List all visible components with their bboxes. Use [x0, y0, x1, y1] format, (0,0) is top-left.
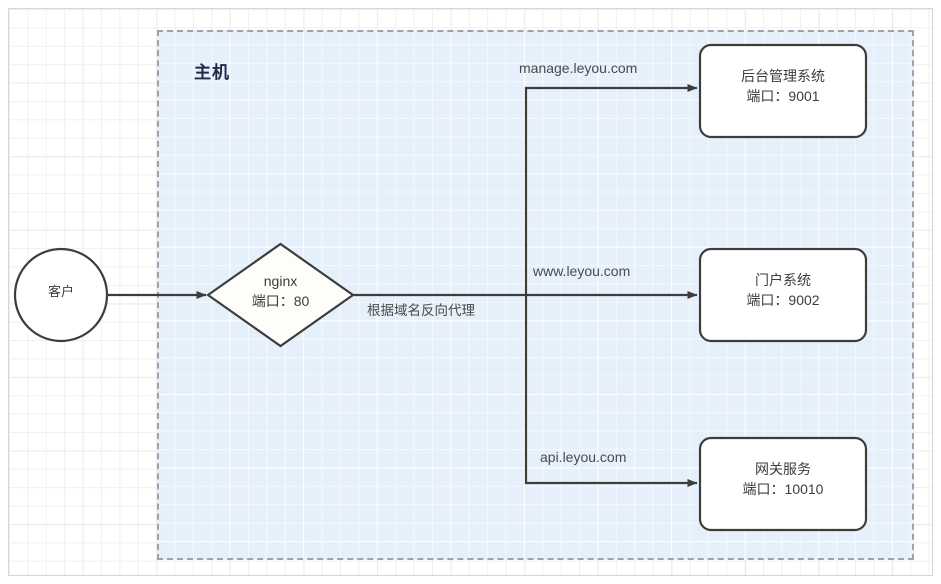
- node-nginx-label: nginx 端口：80: [251, 273, 310, 310]
- node-client-label: 客户: [47, 284, 74, 299]
- connector-branch-to-gateway[interactable]: [524, 294, 698, 487]
- node-gateway-service[interactable]: [698, 436, 868, 532]
- edge-label-reverse-proxy: 根据域名反向代理: [367, 303, 475, 318]
- node-admin-system[interactable]: [698, 43, 868, 139]
- connector-branch-to-admin[interactable]: [524, 84, 698, 296]
- node-client[interactable]: [13, 247, 109, 343]
- node-gateway-service-label: 网关服务 端口：10010: [742, 461, 824, 498]
- node-admin-system-label: 后台管理系统 端口：9001: [741, 68, 825, 105]
- node-nginx[interactable]: [206, 242, 355, 348]
- edge-label-manage-domain: manage.leyou.com: [519, 60, 638, 76]
- edge-label-www-domain: www.leyou.com: [533, 263, 631, 279]
- node-portal-system[interactable]: [698, 247, 868, 343]
- node-portal-system-label: 门户系统 端口：9002: [746, 272, 820, 309]
- host-container-title: 主机: [194, 63, 230, 82]
- edge-label-api-domain: api.leyou.com: [540, 449, 627, 465]
